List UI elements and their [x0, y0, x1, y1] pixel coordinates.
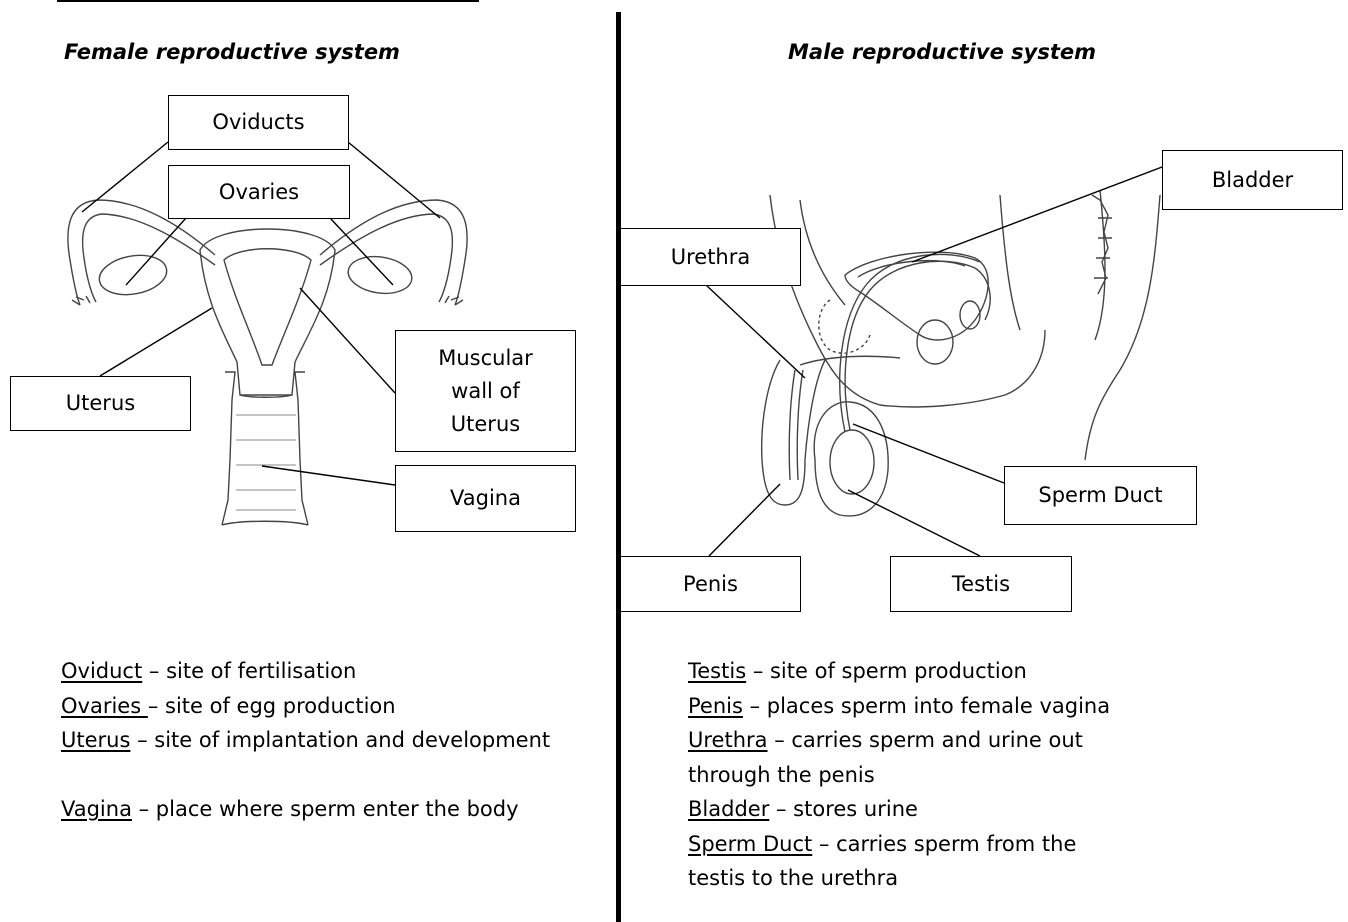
note-uterus: Uterus – site of implantation and develo… — [61, 723, 550, 758]
leader-testis — [848, 490, 980, 556]
note-term: Sperm Duct — [688, 832, 812, 856]
label-ovaries-text: Ovaries — [219, 176, 299, 209]
note-desc: – stores urine — [769, 797, 918, 821]
male-testis-drawing — [814, 402, 888, 516]
male-notes: Testis – site of sperm production Penis … — [688, 654, 1110, 896]
note-urethra-cont: through the penis — [688, 758, 1110, 793]
note-desc: – site of implantation and development — [130, 728, 550, 752]
label-penis: Penis — [620, 556, 801, 612]
note-bladder: Bladder – stores urine — [688, 792, 1110, 827]
note-term: Bladder — [688, 797, 769, 821]
leader-oviducts-right — [348, 142, 440, 218]
label-uterus-text: Uterus — [66, 387, 135, 420]
label-urethra: Urethra — [620, 228, 801, 286]
female-notes: Oviduct – site of fertilisation Ovaries … — [61, 654, 550, 827]
note-desc: testis to the urethra — [688, 866, 898, 890]
note-desc: – site of fertilisation — [142, 659, 356, 683]
label-muscular-wall: Muscular wall of Uterus — [395, 330, 576, 452]
note-sperm-duct-cont: testis to the urethra — [688, 861, 1110, 896]
note-oviduct: Oviduct – site of fertilisation — [61, 654, 550, 689]
label-testis: Testis — [890, 556, 1072, 612]
note-desc: through the penis — [688, 763, 875, 787]
note-term: Penis — [688, 694, 743, 718]
male-prostate-drawing — [819, 300, 980, 364]
leader-urethra — [706, 285, 805, 378]
label-bladder-text: Bladder — [1212, 164, 1293, 197]
note-sperm-duct: Sperm Duct – carries sperm from the — [688, 827, 1110, 862]
leader-uterus — [100, 308, 212, 376]
leader-vagina — [262, 466, 395, 485]
leader-penis — [709, 484, 780, 556]
label-sperm-duct-text: Sperm Duct — [1038, 479, 1162, 512]
note-term: Uterus — [61, 728, 130, 752]
label-uterus: Uterus — [10, 376, 191, 431]
note-urethra: Urethra – carries sperm and urine out — [688, 723, 1110, 758]
note-term: Testis — [688, 659, 746, 683]
note-penis: Penis – places sperm into female vagina — [688, 689, 1110, 724]
label-vagina-text: Vagina — [450, 482, 521, 515]
note-testis: Testis – site of sperm production — [688, 654, 1110, 689]
label-oviducts: Oviducts — [168, 95, 349, 150]
note-vagina: Vagina – place where sperm enter the bod… — [61, 792, 550, 827]
note-spacer — [61, 758, 550, 793]
male-penis-drawing — [762, 356, 900, 505]
note-term: Vagina — [61, 797, 132, 821]
note-desc: – site of sperm production — [746, 659, 1027, 683]
label-muscular-wall-text: Muscular wall of Uterus — [426, 342, 545, 441]
label-bladder: Bladder — [1162, 150, 1343, 210]
female-uterus-drawing — [200, 229, 335, 395]
note-term: Ovaries — [61, 694, 148, 718]
label-ovaries: Ovaries — [168, 165, 350, 219]
label-oviducts-text: Oviducts — [212, 106, 304, 139]
note-desc: – places sperm into female vagina — [743, 694, 1110, 718]
label-sperm-duct: Sperm Duct — [1004, 466, 1197, 525]
note-desc: – carries sperm from the — [812, 832, 1076, 856]
note-term: Urethra — [688, 728, 768, 752]
leader-sperm-duct — [853, 424, 1004, 483]
note-desc: – place where sperm enter the body — [132, 797, 519, 821]
label-testis-text: Testis — [952, 568, 1010, 601]
note-desc: – site of egg production — [148, 694, 396, 718]
male-body-outline-drawing — [770, 190, 1160, 460]
label-urethra-text: Urethra — [671, 241, 751, 274]
note-desc: – carries sperm and urine out — [768, 728, 1083, 752]
label-penis-text: Penis — [683, 568, 738, 601]
leader-bladder — [912, 167, 1162, 262]
label-vagina: Vagina — [395, 465, 576, 532]
note-term: Oviduct — [61, 659, 142, 683]
note-ovaries: Ovaries – site of egg production — [61, 689, 550, 724]
leader-muscular-wall — [300, 288, 395, 393]
leader-oviducts-left — [82, 142, 168, 212]
